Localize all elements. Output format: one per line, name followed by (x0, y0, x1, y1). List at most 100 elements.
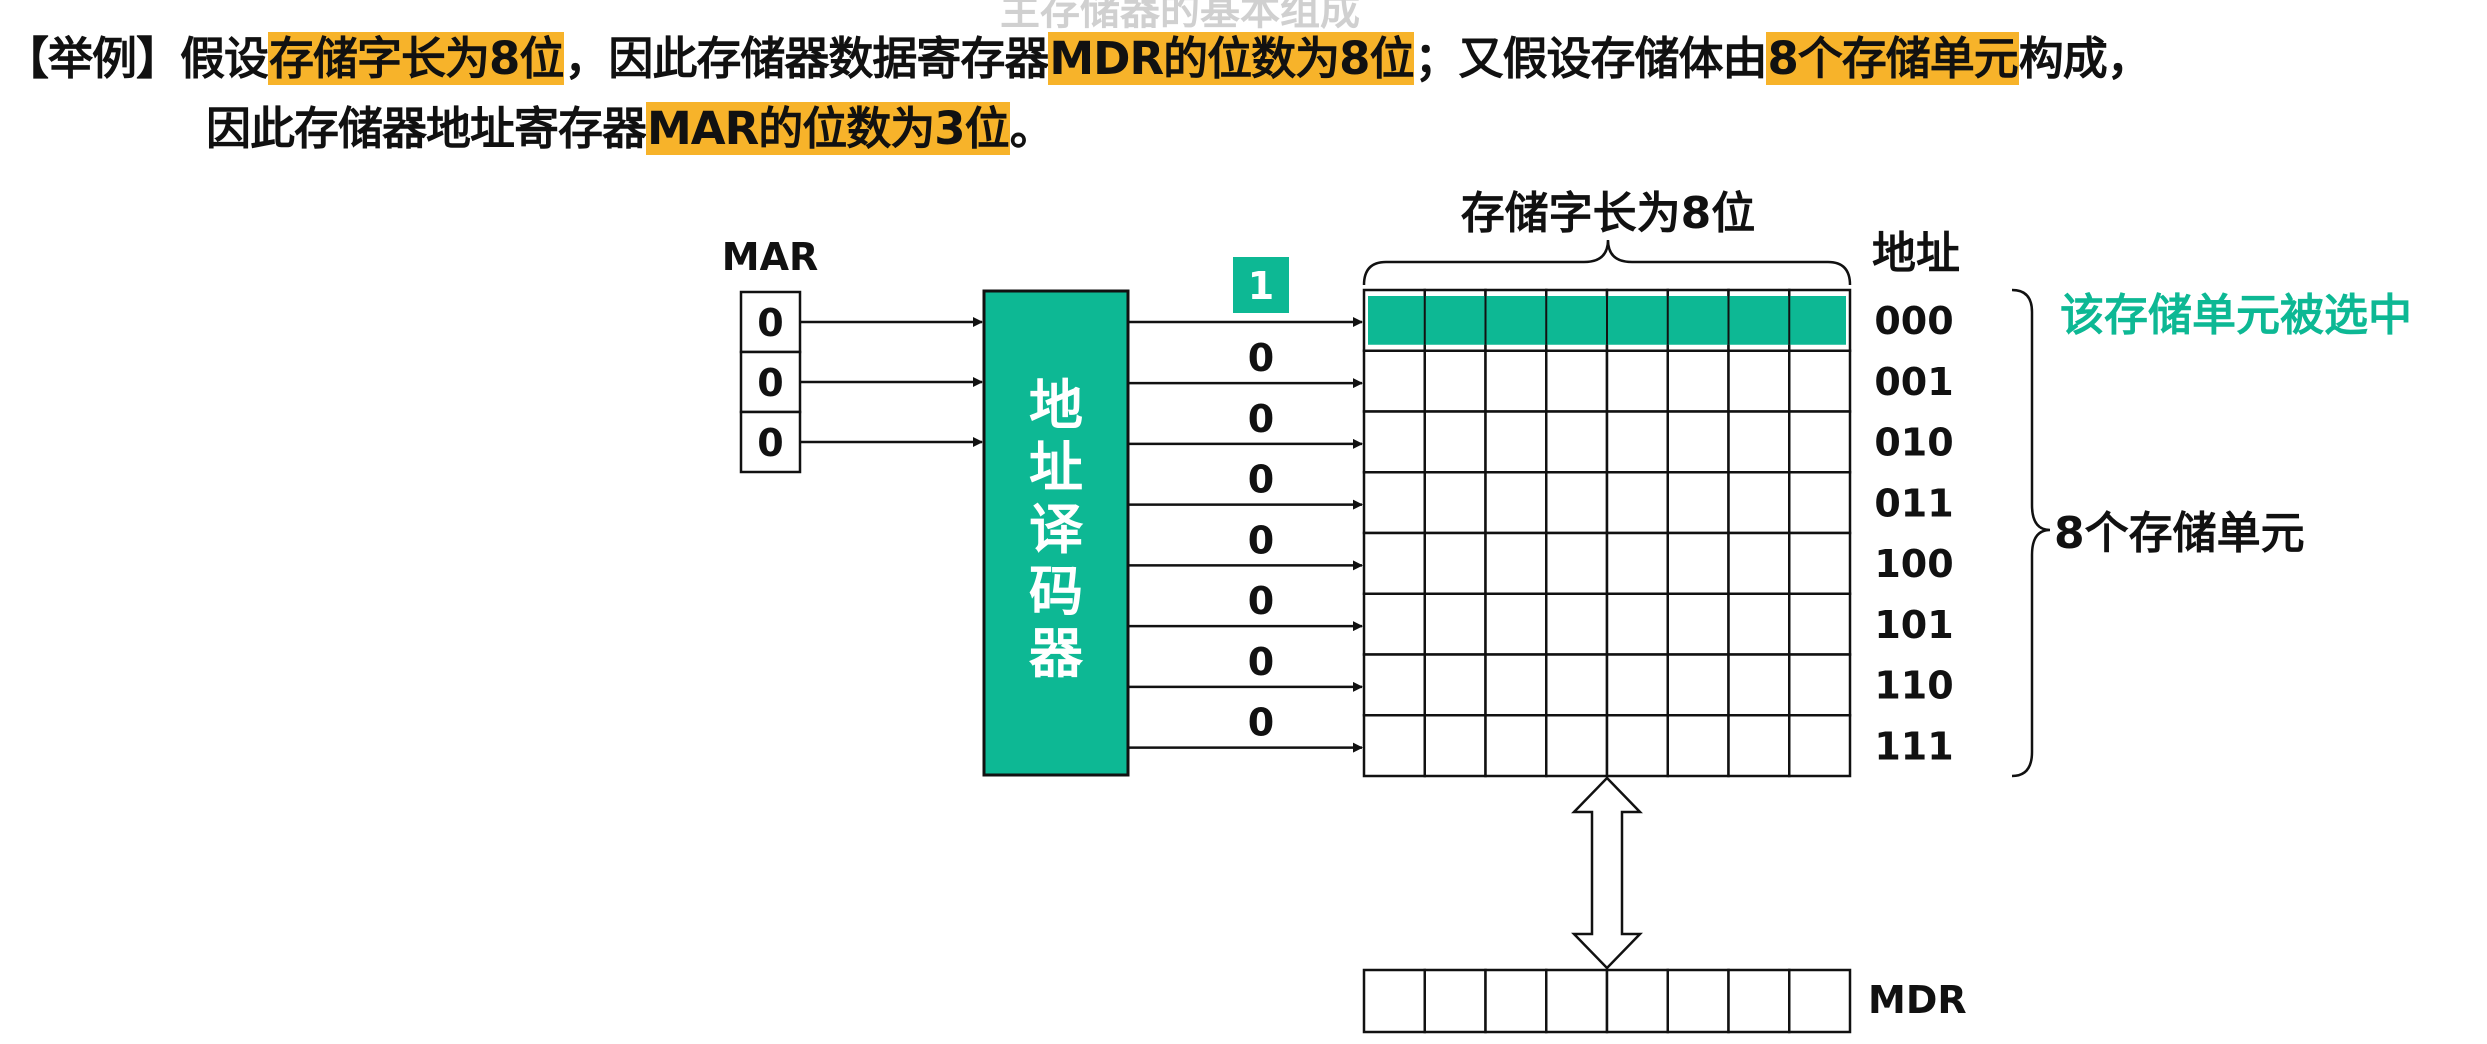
decoder-label-char: 码 (1029, 560, 1083, 623)
memory-cell (1362, 531, 1426, 595)
mar-bit-value: 0 (757, 301, 783, 345)
memory-cell (1362, 471, 1426, 535)
address-value: 110 (1874, 664, 1953, 708)
memory-cell (1666, 471, 1730, 535)
memory-cell (1666, 592, 1730, 656)
address-value: 101 (1874, 603, 1953, 647)
memory-cell (1788, 592, 1852, 656)
mar-bit-cell (739, 290, 802, 354)
units-count-label: 8个存储单元 (2054, 508, 2305, 559)
memory-cell (1788, 471, 1852, 535)
line1-segment: 【举例】假设 (4, 32, 269, 85)
decoder-output-value: 0 (1248, 336, 1274, 380)
memory-cell (1788, 531, 1852, 595)
memory-cell (1788, 653, 1852, 717)
memory-cell (1666, 653, 1730, 717)
memory-cell (1423, 349, 1487, 413)
line1-segment-highlighted: 存储字长为8位 (268, 32, 564, 85)
selected-output-badge (1233, 257, 1289, 313)
word-length-brace (1362, 239, 1852, 286)
decoder-label-char: 器 (1029, 622, 1084, 685)
mdr-label: MDR (1868, 978, 1967, 1022)
decoder-label-char: 地 (1029, 374, 1083, 437)
line1-segment: ；又假设存储体由 (1414, 32, 1767, 85)
address-value: 010 (1874, 421, 1953, 465)
address-decoder (982, 289, 1130, 777)
memory-cell (1727, 471, 1791, 535)
memory-cell (1605, 410, 1669, 474)
memory-cell (1605, 531, 1669, 595)
memory-cell (1605, 714, 1669, 778)
memory-cell (1727, 531, 1791, 595)
mdr-bit-cell (1362, 968, 1426, 1034)
memory-cell (1423, 410, 1487, 474)
memory-cell (1362, 349, 1426, 413)
address-value: 000 (1874, 299, 1953, 343)
memory-cell (1362, 714, 1426, 778)
word-length-label: 存储字长为8位 (1461, 188, 1756, 239)
decoder-label-char: 译 (1029, 498, 1084, 561)
selected-unit-note: 该存储单元被选中 (2060, 290, 2412, 341)
example-line-1: 【举例】假设存储字长为8位，因此存储器数据寄存器MDR的位数为8位；又假设存储体… (4, 22, 2152, 87)
mdr-bit-cell (1788, 968, 1852, 1034)
line1-segment-highlighted: 8个存储单元 (1766, 32, 2019, 85)
line1-segment-highlighted: MDR的位数为8位 (1048, 32, 1414, 85)
line2-segment: 。 (1009, 102, 1055, 155)
memory-cell (1727, 714, 1791, 778)
memory-cell (1545, 714, 1609, 778)
memory-cell (1727, 592, 1791, 656)
mdr-bit-cell (1423, 968, 1487, 1034)
memory-cell (1484, 653, 1548, 717)
memory-cell (1423, 531, 1487, 595)
mdr-register (1362, 968, 1852, 1034)
memory-cell (1423, 653, 1487, 717)
memory-cell (1362, 653, 1426, 717)
memory-cell (1484, 410, 1548, 474)
slide-title-fragment: 主存储器的基本组成 (1000, 0, 1360, 34)
line1-segment: ，因此存储器数据寄存器 (564, 32, 1049, 85)
address-value: 111 (1874, 724, 1953, 768)
mdr-bit-cell (1605, 968, 1669, 1034)
decoder-label-char: 址 (1029, 436, 1083, 499)
mar-bit-value: 0 (757, 361, 783, 405)
mdr-bit-cell (1545, 968, 1609, 1034)
memory-cell (1605, 653, 1669, 717)
memory-array (1362, 288, 1852, 778)
memory-cell (1727, 349, 1791, 413)
address-header: 地址 (1872, 228, 1960, 279)
memory-cell (1484, 531, 1548, 595)
address-value: 100 (1874, 542, 1953, 586)
mdr-bit-cell (1666, 968, 1730, 1034)
memory-cell (1666, 714, 1730, 778)
mar-bit-value: 0 (757, 421, 783, 465)
memory-cell (1727, 410, 1791, 474)
memory-cell (1727, 653, 1791, 717)
decoder-output-value: 0 (1248, 518, 1274, 562)
memory-cell (1788, 349, 1852, 413)
mar-decoder-connections (800, 317, 983, 447)
example-line-2: 因此存储器地址寄存器MAR的位数为3位。 (206, 92, 1055, 157)
memory-cell (1545, 531, 1609, 595)
data-bus-arrow (1571, 776, 1643, 970)
memory-cell (1545, 653, 1609, 717)
decoder-output-value: 0 (1248, 458, 1274, 502)
memory-cell (1605, 349, 1669, 413)
memory-cell (1605, 592, 1669, 656)
memory-cell (1666, 531, 1730, 595)
decoder-output-value: 0 (1248, 640, 1274, 684)
memory-cell (1545, 471, 1609, 535)
mar-bit-cell (739, 410, 802, 474)
address-value: 011 (1874, 481, 1953, 525)
memory-cell (1545, 410, 1609, 474)
memory-cell (1362, 410, 1426, 474)
memory-cell (1484, 714, 1548, 778)
memory-cell (1545, 592, 1609, 656)
memory-cell (1545, 349, 1609, 413)
memory-cell (1788, 410, 1852, 474)
line1-segment: 构成， (2018, 32, 2152, 85)
memory-cell (1423, 471, 1487, 535)
memory-cell (1484, 592, 1548, 656)
